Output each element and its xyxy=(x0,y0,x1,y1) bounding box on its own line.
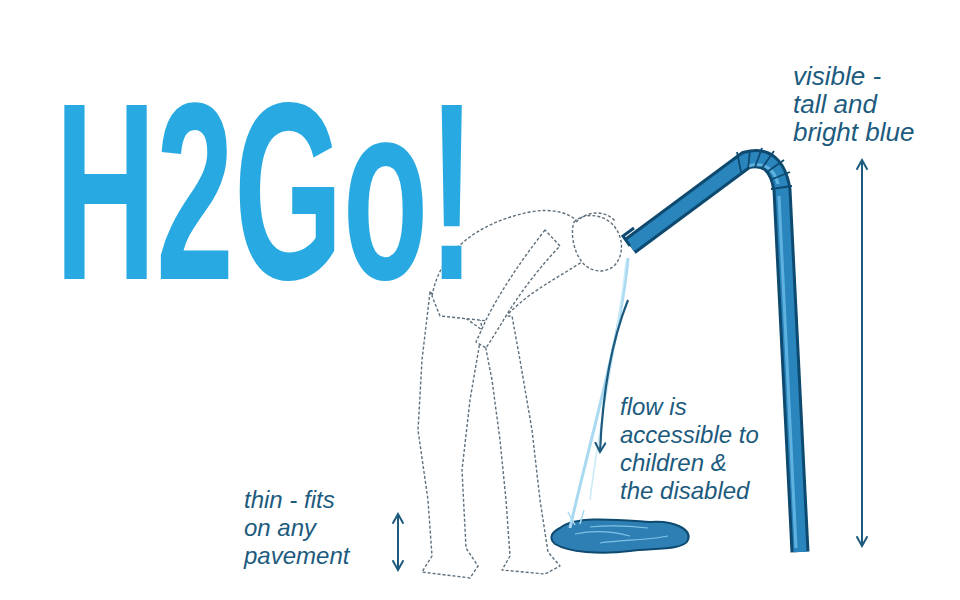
height-note: visible - tall and bright blue xyxy=(793,62,921,146)
splash xyxy=(568,510,584,525)
title-lettering: H2Go! xyxy=(55,67,475,319)
width-arrow xyxy=(397,514,399,570)
person-head xyxy=(572,216,621,271)
bellows-ridge xyxy=(771,186,792,189)
pipe-bellows xyxy=(737,148,792,189)
person-hair xyxy=(576,213,616,222)
person-arm xyxy=(476,230,560,348)
bellows-ridge xyxy=(755,148,762,167)
width-note: thin - fits on any pavement xyxy=(244,486,362,570)
flow-note: flow is accessible to children & the dis… xyxy=(620,393,760,505)
puddle-ripples xyxy=(575,526,668,543)
bellows-ridge xyxy=(770,172,790,180)
bellows-ridge xyxy=(748,150,750,169)
height-arrow xyxy=(861,160,863,546)
person-front-leg xyxy=(480,316,560,574)
person-back-leg xyxy=(418,292,482,578)
bellows-ridge xyxy=(762,151,774,168)
water-stream xyxy=(570,258,628,528)
bellows-ridge xyxy=(767,160,784,172)
bellows-ridge xyxy=(737,152,741,172)
pipe-nozzle xyxy=(623,228,634,246)
pipe-highlight xyxy=(748,165,796,548)
